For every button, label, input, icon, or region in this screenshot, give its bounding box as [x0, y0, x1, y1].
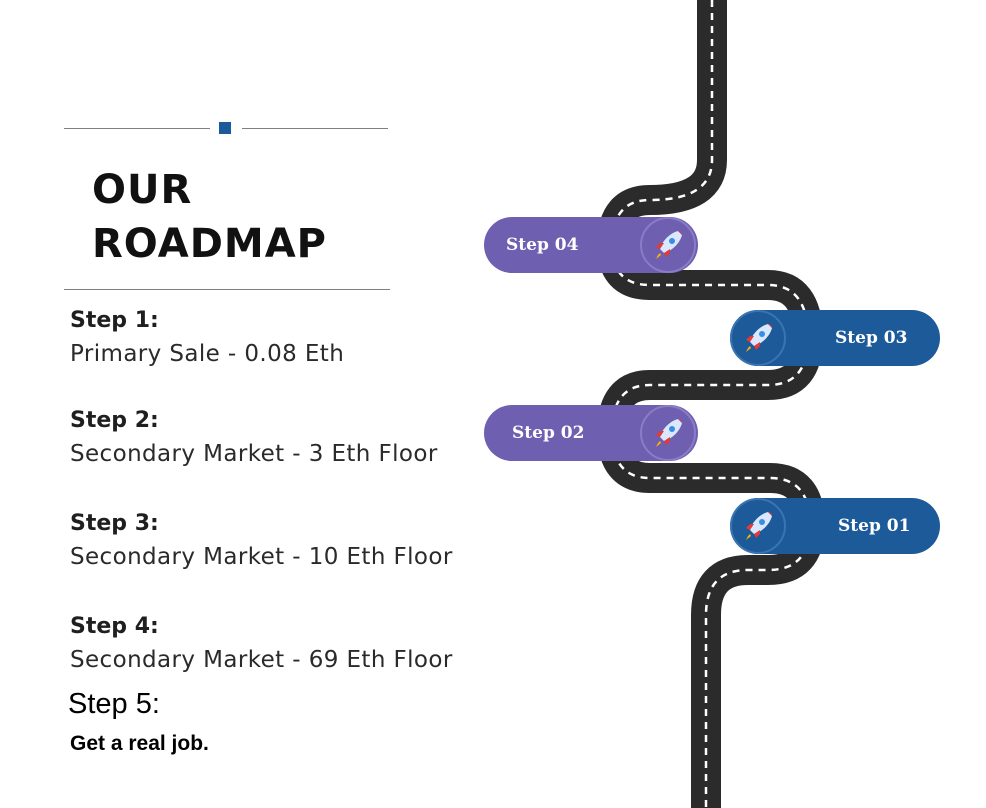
milestone-step-04-badge — [640, 217, 696, 273]
title-divider — [64, 289, 390, 290]
top-divider-right — [242, 128, 388, 129]
step-3-text: Secondary Market - 10 Eth Floor — [70, 544, 453, 570]
page-title-line2: ROADMAP — [92, 221, 327, 267]
step-3-heading: Step 3: — [70, 511, 159, 536]
step-2: Step 2: Secondary Market - 3 Eth Floor — [70, 410, 438, 466]
step-2-text: Secondary Market - 3 Eth Floor — [70, 441, 438, 467]
milestone-step-01-label: Step 01 — [838, 516, 911, 536]
step-4-heading: Step 4: — [70, 614, 159, 639]
rocket-icon — [745, 512, 772, 540]
milestone-step-03-label: Step 03 — [835, 328, 908, 348]
step-1-text: Primary Sale - 0.08 Eth — [70, 341, 345, 367]
milestone-step-02-label: Step 02 — [512, 423, 585, 443]
step-5-heading: Step 5: — [68, 688, 160, 720]
step-2-heading: Step 2: — [70, 408, 159, 433]
milestone-step-01-badge — [730, 498, 786, 554]
divider-square-icon — [219, 122, 231, 134]
step-4: Step 4: Secondary Market - 69 Eth Floor — [70, 616, 453, 672]
top-divider-left — [64, 128, 210, 129]
milestone-step-03-badge — [730, 310, 786, 366]
rocket-icon — [655, 231, 682, 259]
page-title-line1: OUR — [92, 167, 193, 213]
step-1-heading: Step 1: — [70, 308, 159, 333]
step-4-text: Secondary Market - 69 Eth Floor — [70, 647, 453, 673]
milestone-step-04-label: Step 04 — [506, 235, 579, 255]
milestone-step-02-badge — [640, 405, 696, 461]
step-1: Step 1: Primary Sale - 0.08 Eth — [70, 310, 344, 366]
rocket-icon — [655, 419, 682, 447]
step-3: Step 3: Secondary Market - 10 Eth Floor — [70, 513, 453, 569]
rocket-icon — [745, 324, 772, 352]
step-5-text: Get a real job. — [70, 732, 209, 755]
